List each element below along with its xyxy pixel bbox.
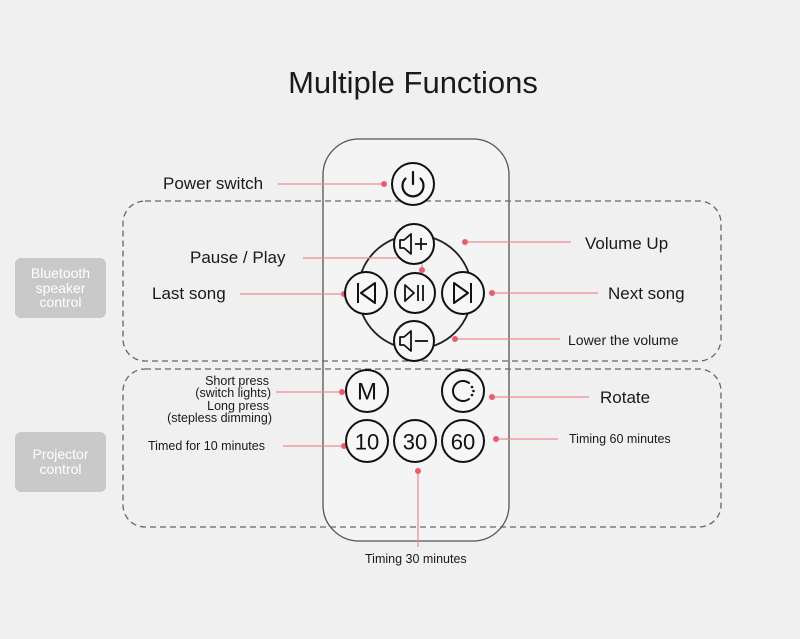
label-stepless-dimming: (stepless dimming) (167, 411, 272, 425)
bluetooth-tag-line-2: speaker (35, 279, 86, 296)
projector-group-box (122, 368, 722, 528)
timer-10-label: 10 (355, 430, 379, 455)
leader-lines (240, 183, 598, 547)
play-pause-icon (404, 284, 424, 302)
play-pause-button[interactable] (394, 272, 436, 314)
rotate-button[interactable] (441, 369, 485, 413)
dot-mode (339, 389, 345, 395)
bluetooth-section-tag: Bluetooth speaker control (15, 258, 106, 318)
label-timing-60: Timing 60 minutes (569, 432, 671, 446)
timer-60-button[interactable]: 60 (441, 419, 485, 463)
label-lower-volume: Lower the volume (568, 332, 679, 348)
label-switch-lights: (switch lights) (195, 386, 271, 400)
label-last-song: Last song (152, 284, 226, 303)
dot-volume-up (462, 239, 468, 245)
volume-down-button[interactable] (393, 320, 435, 362)
volume-up-button[interactable] (393, 223, 435, 265)
timer-60-label: 60 (451, 430, 475, 455)
label-timed-10: Timed for 10 minutes (148, 439, 265, 453)
next-track-icon (453, 282, 472, 304)
volume-up-icon (399, 233, 427, 255)
previous-track-icon (357, 282, 376, 304)
dot-timer-60 (493, 436, 499, 442)
timer-30-label: 30 (403, 430, 427, 455)
mode-button-label: M (357, 379, 377, 406)
power-icon (401, 170, 425, 198)
next-track-button[interactable] (441, 271, 485, 315)
previous-track-button[interactable] (344, 271, 388, 315)
rotate-icon (452, 380, 475, 402)
projector-tag-line-1: Projector (32, 446, 89, 463)
label-pause-play: Pause / Play (190, 248, 286, 267)
power-button[interactable] (391, 162, 435, 206)
dot-pause-play (419, 267, 425, 273)
mode-button[interactable]: M (345, 369, 389, 413)
dot-timer-30 (415, 468, 421, 474)
bluetooth-group-box (122, 200, 722, 362)
dot-next-song (489, 290, 495, 296)
label-long-press: Long press (207, 399, 269, 413)
volume-down-icon (399, 330, 428, 352)
label-rotate: Rotate (600, 388, 651, 407)
timer-10-button[interactable]: 10 (345, 419, 389, 463)
projector-tag-line-2: control (39, 461, 82, 477)
dot-lower-volume (452, 336, 458, 342)
bluetooth-tag-line-3: control (39, 294, 82, 311)
bluetooth-tag-line-1: Bluetooth (30, 264, 91, 281)
projector-section-tag: Projector control (15, 432, 106, 492)
timer-30-button[interactable]: 30 (393, 419, 437, 463)
label-power-switch: Power switch (163, 174, 264, 193)
label-short-press: Short press (205, 374, 269, 388)
dot-power (381, 181, 387, 187)
label-next-song: Next song (608, 284, 685, 303)
page-title: Multiple Functions (288, 65, 538, 100)
label-volume-up: Volume Up (585, 234, 669, 253)
dot-rotate (489, 394, 495, 400)
label-timing-30: Timing 30 minutes (365, 552, 467, 566)
